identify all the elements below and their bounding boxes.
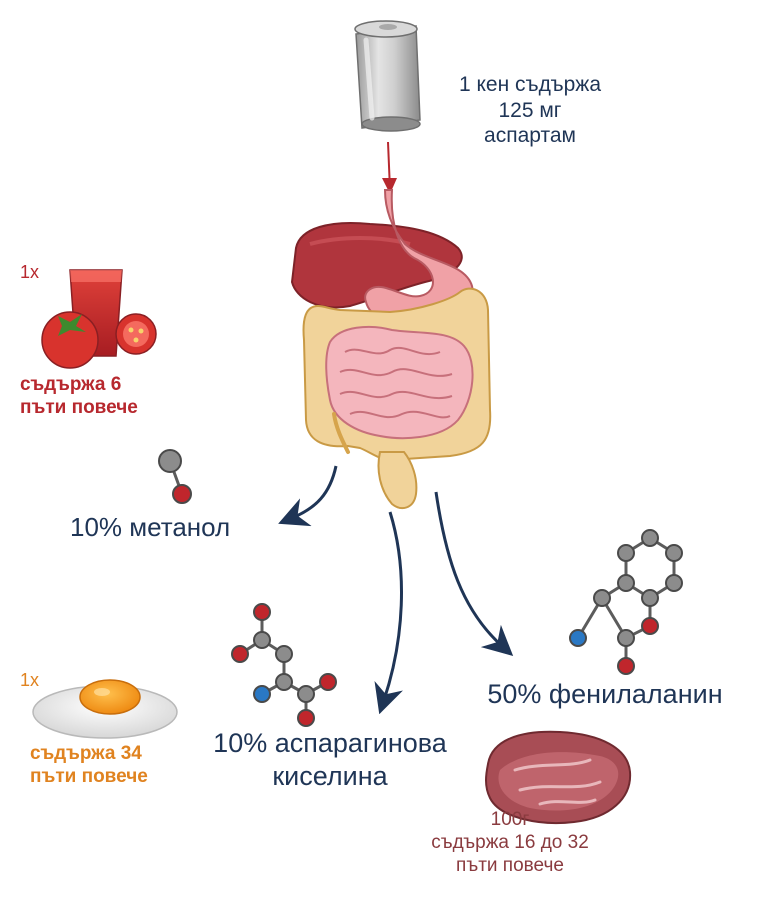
meat-label-line2: съдържа 16 до 32 xyxy=(431,832,589,854)
can-label-line3: аспартам xyxy=(484,124,576,148)
egg-multiplier: 1x xyxy=(20,670,40,690)
egg-label: съдържа 34 пъти повече xyxy=(30,742,200,788)
phenylalanine-arrow xyxy=(434,491,514,657)
can-to-stomach-arrowhead xyxy=(382,178,397,194)
meat-icon xyxy=(485,730,632,824)
aspartic-label-line2: киселина xyxy=(272,760,388,791)
egg-icon xyxy=(32,679,178,739)
tomato-juice-icon xyxy=(41,269,157,369)
phenylalanine-label: 50% фенилаланин xyxy=(487,679,723,709)
tomato-label-line2: пъти повече xyxy=(20,397,138,419)
methanol-arrow xyxy=(278,465,338,527)
aspartic-arrow xyxy=(374,511,403,715)
can-label: 1 кен съдържа 125 мг аспартам xyxy=(420,72,640,149)
aspartic-label: 10% аспарагинова киселина xyxy=(170,727,490,793)
meat-label-line3: пъти повече xyxy=(456,855,564,877)
can-label-line1: 1 кен съдържа xyxy=(459,73,601,96)
tomato-label: съдържа 6 пъти повече xyxy=(20,373,190,419)
methanol-label: 10% метанол xyxy=(70,512,231,542)
methanol-molecule-icon xyxy=(158,449,192,504)
aspartic-label-line1: 10% аспарагинова xyxy=(213,728,447,758)
can-label-line2: 125 мг xyxy=(498,98,562,122)
digestive-system-icon xyxy=(290,189,492,510)
phenylalanine-molecule-icon xyxy=(569,529,683,675)
aspartic-molecule-icon xyxy=(231,603,337,727)
soda-can-icon xyxy=(354,20,421,132)
egg-label-line2: пъти повече xyxy=(30,766,148,788)
egg-label-line1: съдържа 34 xyxy=(30,743,142,764)
meat-label: 100г съдържа 16 до 32 пъти повече xyxy=(395,808,625,878)
tomato-label-line1: съдържа 6 xyxy=(20,374,122,395)
tomato-multiplier: 1x xyxy=(20,262,40,282)
meat-label-line1: 100г xyxy=(490,809,530,830)
